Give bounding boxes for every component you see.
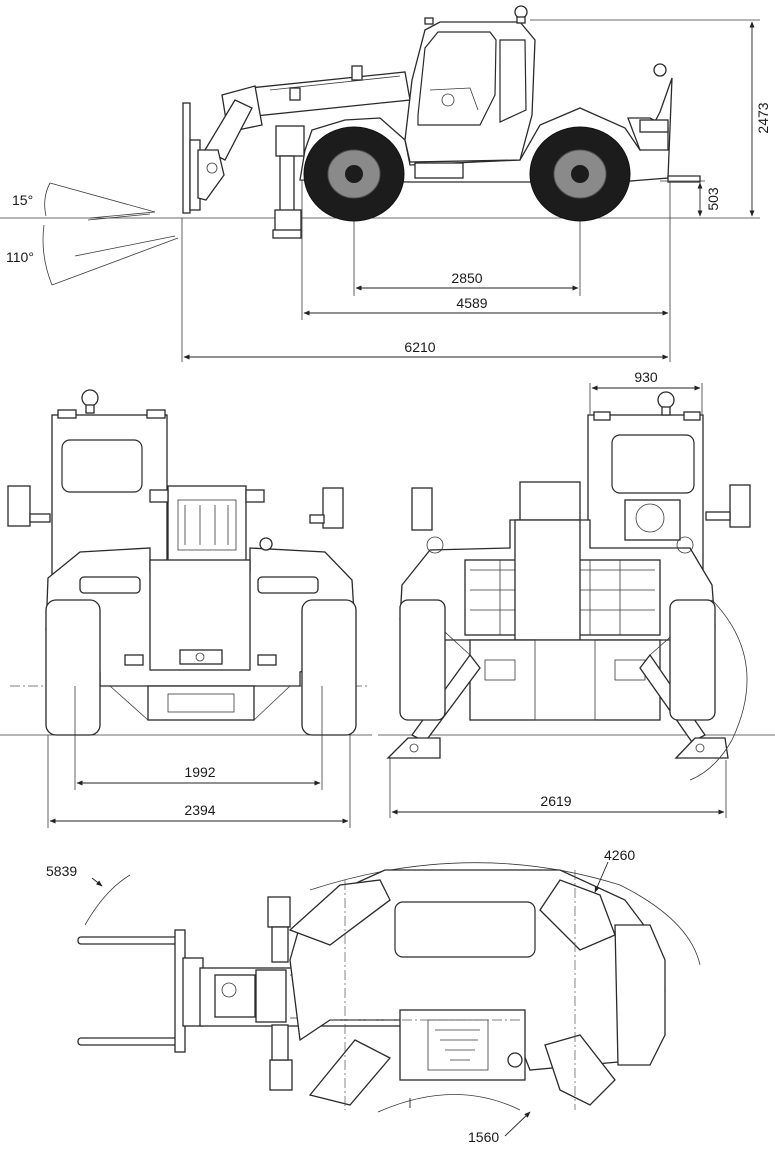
top-fork-lower xyxy=(77,1037,179,1046)
height-label: 2473 xyxy=(755,102,771,133)
front-axle xyxy=(147,685,255,721)
track-label: 1992 xyxy=(184,764,215,780)
right-mirror xyxy=(322,487,344,529)
tilt-up-label: 15° xyxy=(12,192,33,208)
tilt-down-label: 110° xyxy=(6,249,34,265)
top-wheel-rear-left xyxy=(539,879,616,951)
front-stabilizer xyxy=(272,125,305,239)
clearance-label: 503 xyxy=(705,187,721,211)
cab xyxy=(404,5,536,163)
top-view: 5839 4260 1560 xyxy=(46,847,701,1145)
wheelbase-label: 2850 xyxy=(451,270,482,286)
outer-radius-label: 5839 xyxy=(46,863,77,879)
top-wheel-rear-right xyxy=(544,1034,616,1106)
outer-radius-arrow xyxy=(91,877,103,887)
inner-turn-arc xyxy=(377,1094,521,1113)
top-wheel-front-right xyxy=(308,1039,392,1106)
cab-width-label: 930 xyxy=(634,369,658,385)
rear-right-mirror xyxy=(729,484,751,528)
height-dimension xyxy=(530,19,760,219)
length-label: 6210 xyxy=(404,339,435,355)
top-wheel-front-left xyxy=(288,879,391,946)
rear-wheel xyxy=(529,126,631,222)
fork-tilt-indicator xyxy=(42,182,179,286)
left-mirror xyxy=(7,485,31,527)
engine-block xyxy=(519,481,581,523)
inner-radius-arrow xyxy=(504,1111,531,1137)
overall-width-label: 2394 xyxy=(184,802,215,818)
stabilizer-span-label: 2619 xyxy=(540,793,571,809)
rear-right-tyre xyxy=(669,599,716,721)
rear-cab-window xyxy=(611,434,695,494)
top-engine-cover xyxy=(394,901,536,958)
rear-left-mirror xyxy=(411,487,433,531)
clearance-dimension xyxy=(660,180,705,217)
rear-swing-arc xyxy=(689,599,748,781)
body-radius-label: 4260 xyxy=(604,847,635,863)
fork-carriage xyxy=(182,102,225,214)
front-cab-window xyxy=(61,439,143,493)
front-left-tyre xyxy=(45,599,101,736)
top-fork-upper xyxy=(77,936,179,945)
front-view: 1992 2394 xyxy=(0,389,372,828)
front-right-tyre xyxy=(301,599,357,736)
rear-left-tyre xyxy=(399,599,446,721)
inner-radius-label: 1560 xyxy=(468,1129,499,1145)
rear-view: 930 xyxy=(378,369,775,818)
side-extension-lines xyxy=(181,180,671,362)
top-cab xyxy=(399,1009,526,1081)
boom xyxy=(204,65,411,161)
front-wheel xyxy=(303,126,405,222)
outer-turn-arc xyxy=(84,874,131,926)
axle-span-label: 4589 xyxy=(456,295,487,311)
body-radius-arrow xyxy=(594,861,609,893)
side-view: 2473 503 2850 4589 6210 15° 110° xyxy=(0,5,771,362)
